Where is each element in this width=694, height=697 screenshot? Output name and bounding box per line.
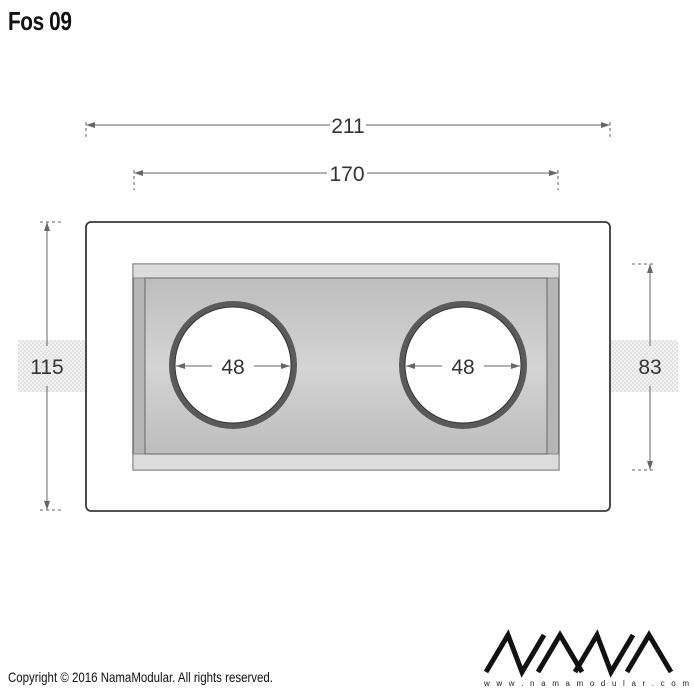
arrow-48-left-b bbox=[281, 363, 290, 369]
arrow-83-bottom bbox=[647, 461, 653, 470]
dim-left-hole-label: 48 bbox=[221, 356, 244, 379]
right-hole bbox=[404, 306, 522, 424]
dim-inner-width-label: 170 bbox=[329, 163, 364, 186]
arrow-48-right-b bbox=[511, 363, 520, 369]
dim-overall-width-label: 211 bbox=[331, 115, 364, 138]
recess-bevel-bottom bbox=[132, 453, 560, 471]
arrow-170-left bbox=[134, 170, 143, 176]
recess-bevel-top bbox=[132, 263, 560, 279]
dim-cutout-height-label: 83 bbox=[638, 356, 661, 379]
arrow-115-top bbox=[44, 222, 50, 231]
wall-hatch-right bbox=[610, 340, 678, 392]
dim-cutout-height bbox=[632, 263, 656, 471]
wall-hatch-left bbox=[18, 340, 86, 392]
page-title: Fos 09 bbox=[8, 6, 72, 36]
arrow-211-left bbox=[86, 122, 95, 128]
dim-overall-height bbox=[40, 221, 64, 511]
arrow-115-bottom bbox=[44, 501, 50, 510]
dim-overall-height-label: 115 bbox=[30, 356, 63, 379]
nama-logo bbox=[483, 629, 674, 678]
arrow-211-right bbox=[601, 122, 610, 128]
brand-url: w w w . n a m a m o d u l a r . c o m bbox=[483, 679, 691, 688]
dim-right-hole-label: 48 bbox=[451, 356, 474, 379]
dim-inner-width bbox=[133, 170, 559, 190]
left-hole bbox=[174, 306, 292, 424]
arrow-48-left-a bbox=[176, 363, 185, 369]
arrow-170-right bbox=[549, 170, 558, 176]
copyright-text: Copyright © 2016 NamaModular. All rights… bbox=[8, 669, 273, 685]
arrow-48-right-a bbox=[406, 363, 415, 369]
arrow-83-top bbox=[647, 264, 653, 273]
